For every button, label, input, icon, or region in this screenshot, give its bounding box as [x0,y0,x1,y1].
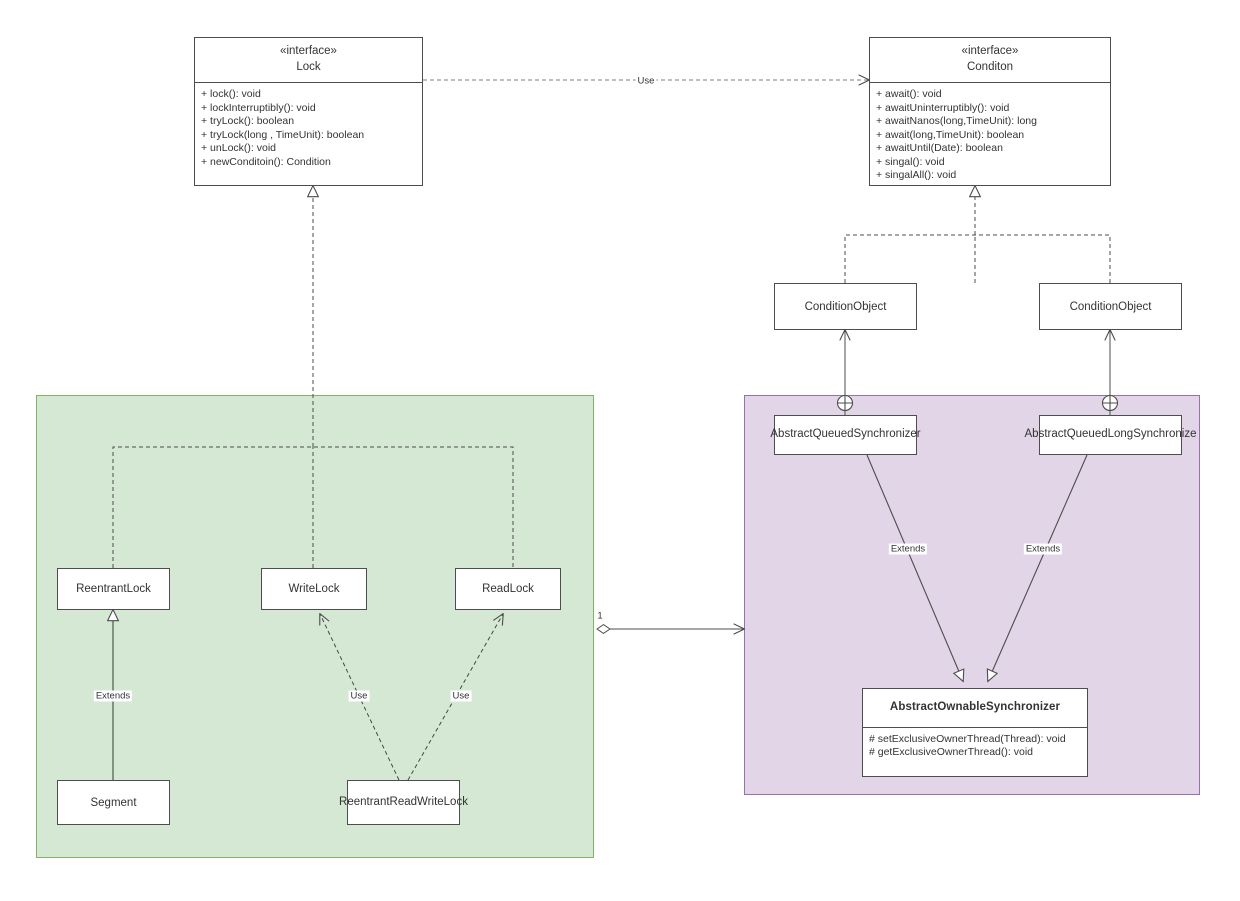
member-row: + lockInterruptibly(): void [201,101,316,114]
class-box-segment[interactable]: Segment [57,780,170,825]
class-box-lock[interactable]: «interface» Lock + lock(): void + lockIn… [194,37,423,186]
stereotype-label: «interface» [961,45,1019,57]
class-box-abstract-ownable-synchronizer[interactable]: AbstractOwnableSynchronizer # setExclusi… [862,688,1088,777]
class-members-lock: + lock(): void + lockInterruptibly(): vo… [195,83,422,185]
member-row: + await(): void [876,88,942,101]
class-members-condition: + await(): void + awaitUninterruptibly()… [870,83,1110,187]
class-header-lock: «interface» Lock [195,38,422,84]
edge-label-rrwl-uses-writelock: Use [348,690,370,702]
edge-label-rrwl-uses-readlock: Use [450,690,472,702]
edge-label-segment-extends: Extends [93,690,133,702]
class-box-condition[interactable]: «interface» Conditon + await(): void + a… [869,37,1111,186]
class-header-condition: «interface» Conditon [870,38,1110,84]
edge-label-aqs-extends-aos: Extends [888,543,928,555]
class-name-label: ReentrantLock [76,583,151,595]
class-name-label: ConditionObject [1069,300,1152,313]
class-name-label: AbstractOwnableSynchronizer [889,701,1061,713]
member-row: + awaitUninterruptibly(): void [876,101,1010,114]
class-header-aos: AbstractOwnableSynchronizer [863,689,1087,728]
class-box-write-lock[interactable]: WriteLock [261,568,367,610]
class-name-label: Lock [296,60,321,73]
member-row: + awaitNanos(long,TimeUnit): long [876,115,1037,128]
class-name-label: Segment [90,796,137,809]
edge-label-lock-uses-condition: Use [635,75,657,87]
class-name-label: WriteLock [288,583,340,595]
class-box-condition-object-left[interactable]: ConditionObject [774,283,917,330]
class-box-abstract-queued-long-synchronizer[interactable]: AbstractQueuedLongSynchronize [1025,415,1196,455]
member-row: # getExclusiveOwnerThread(): void [869,746,1033,759]
edge-label-aggregation-multiplicity: 1 [597,610,603,622]
edge-label-aqls-extends-aos: Extends [1023,543,1063,555]
member-row: + singalAll(): void [876,169,957,182]
class-name-label: AbstractQueuedLongSynchronize [1024,428,1197,440]
member-row: + lock(): void [201,88,261,101]
class-box-read-lock[interactable]: ReadLock [455,568,561,610]
member-row: + newConditoin(): Condition [201,155,331,168]
class-name-label: ConditionObject [804,300,887,313]
class-box-reentrant-lock[interactable]: ReentrantLock [57,568,170,610]
class-box-reentrant-read-write-lock[interactable]: ReentrantReadWriteLock [339,780,468,825]
class-box-abstract-queued-synchronizer[interactable]: AbstractQueuedSynchronizer [770,415,921,455]
member-row: # setExclusiveOwnerThread(Thread): void [869,732,1066,745]
member-row: + tryLock(): boolean [201,115,295,128]
class-members-aos: # setExclusiveOwnerThread(Thread): void … [863,728,1087,776]
class-name-label: AbstractQueuedSynchronizer [770,428,921,440]
member-row: + unLock(): void [201,142,276,155]
class-box-condition-object-right[interactable]: ConditionObject [1039,283,1182,330]
member-row: + await(long,TimeUnit): boolean [876,128,1025,141]
stereotype-label: «interface» [280,45,337,57]
member-row: + singal(): void [876,155,945,168]
class-name-label: ReentrantReadWriteLock [339,796,468,808]
class-name-label: ReadLock [482,583,534,595]
class-name-label: Conditon [966,60,1014,73]
member-row: + awaitUntil(Date): boolean [876,142,1003,155]
member-row: + tryLock(long , TimeUnit): boolean [201,128,365,141]
edge-condition-realizations [844,186,1111,283]
